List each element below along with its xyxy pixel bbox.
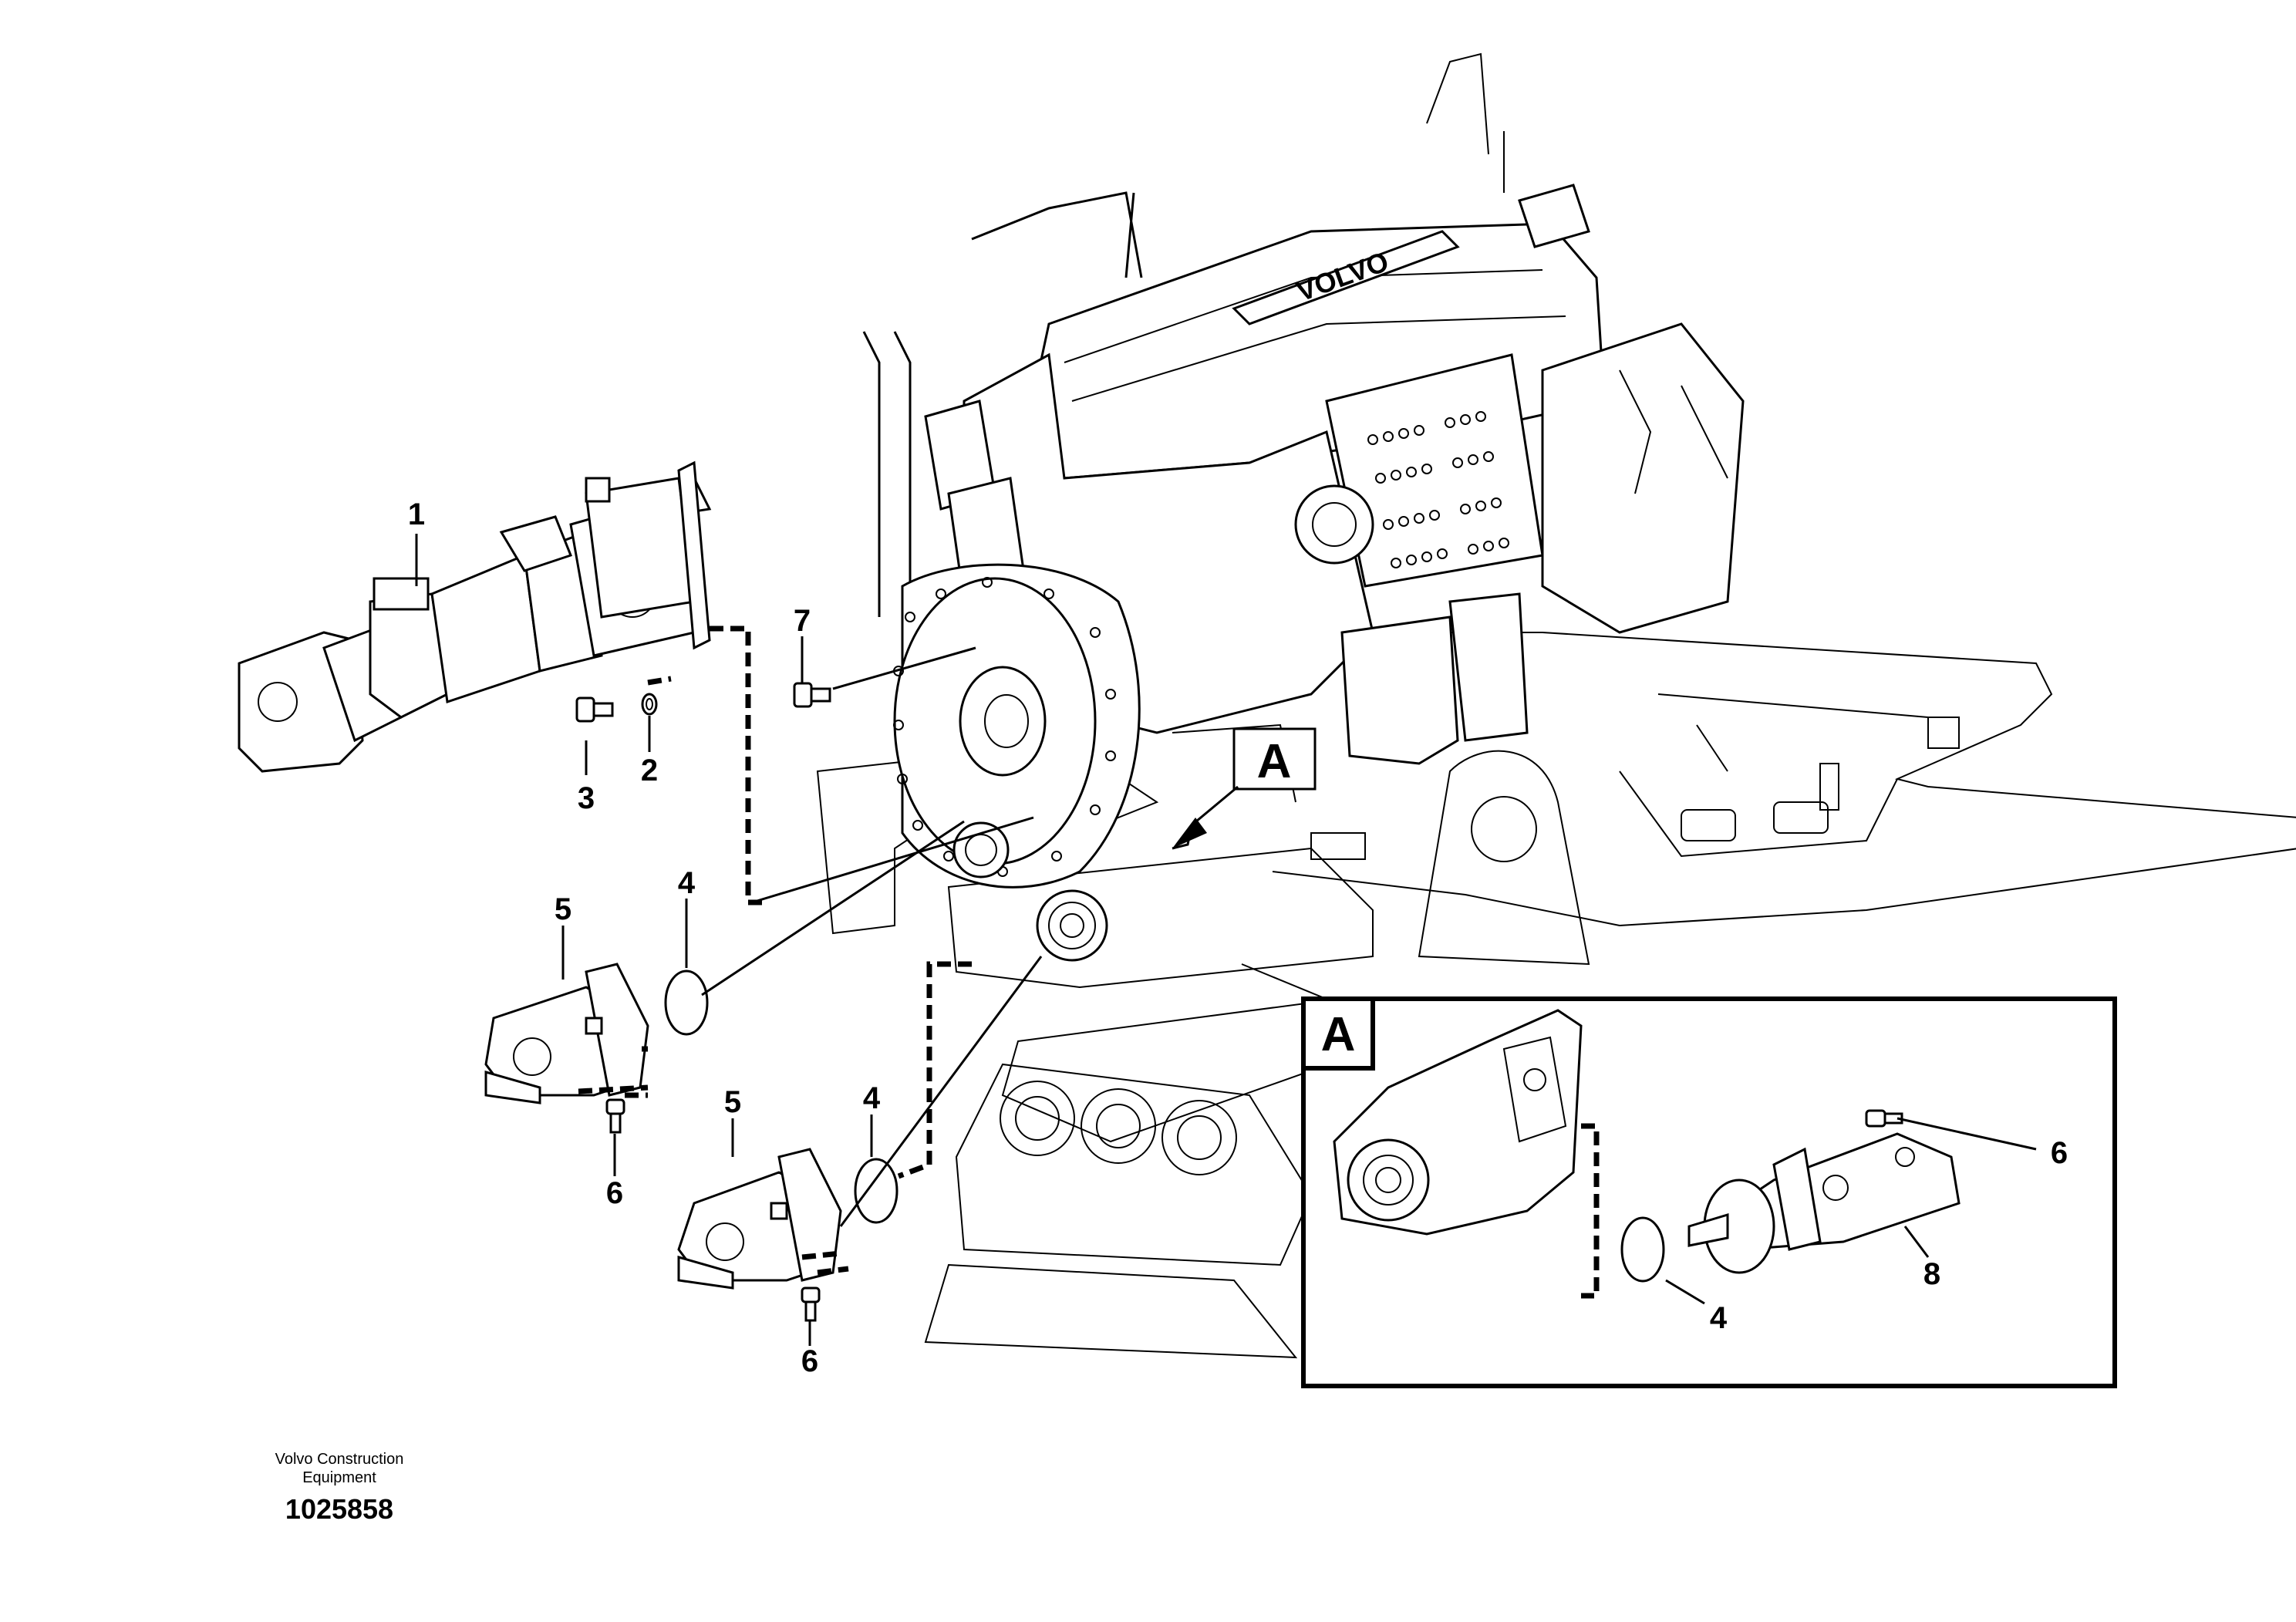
o-ring-4-lower bbox=[854, 1158, 899, 1224]
assembly-lines bbox=[578, 626, 1043, 1276]
callout-4-detail: 4 bbox=[1710, 1301, 1728, 1335]
svg-text:A: A bbox=[1321, 1008, 1356, 1061]
tandem-hydraulic-pump bbox=[238, 460, 712, 773]
screw-6-detail bbox=[1865, 1109, 1903, 1128]
flywheel-housing bbox=[893, 563, 1141, 889]
callout-5-upper: 5 bbox=[555, 892, 571, 926]
company-name-line2: Equipment bbox=[302, 1469, 376, 1486]
screw-6-lower bbox=[801, 1286, 821, 1322]
callout-4-lower: 4 bbox=[863, 1081, 881, 1115]
view-marker-a: A bbox=[1172, 727, 1317, 850]
callout-1: 1 bbox=[408, 497, 425, 531]
callout-3: 3 bbox=[578, 781, 595, 815]
callout-6-lower: 6 bbox=[801, 1344, 818, 1378]
o-ring-4-detail bbox=[1620, 1216, 1665, 1283]
leader-lines bbox=[415, 534, 873, 1346]
callout-6-detail: 6 bbox=[2051, 1136, 2068, 1170]
drawing-number: 1025858 bbox=[285, 1493, 394, 1525]
gear-pump-lower bbox=[677, 1148, 842, 1290]
callout-7: 7 bbox=[794, 604, 811, 638]
engine-assembly: VOLVO bbox=[862, 52, 1745, 962]
screw-3 bbox=[575, 696, 614, 723]
gear-pump-upper bbox=[484, 963, 649, 1104]
callout-5-lower: 5 bbox=[724, 1085, 741, 1119]
callout-4-upper: 4 bbox=[678, 866, 696, 900]
callouts: 1 2 3 7 4 4 5 5 6 6 6 4 8 bbox=[408, 497, 2068, 1378]
drawing-footer: Volvo Construction Equipment 1025858 bbox=[239, 1450, 440, 1526]
o-ring-4-upper bbox=[664, 969, 709, 1036]
o-ring-2 bbox=[641, 693, 658, 716]
manifold-holes bbox=[1367, 411, 1509, 568]
callout-6-upper: 6 bbox=[606, 1176, 623, 1210]
callout-2: 2 bbox=[641, 754, 658, 787]
pump-8 bbox=[1687, 1132, 1961, 1274]
screw-7 bbox=[793, 682, 831, 708]
detail-view-a: A bbox=[1301, 996, 2117, 1388]
company-name-line1: Volvo Construction bbox=[275, 1451, 404, 1468]
screw-6-upper bbox=[605, 1098, 625, 1134]
callout-8: 8 bbox=[1923, 1257, 1940, 1291]
svg-text:A: A bbox=[1257, 735, 1292, 788]
